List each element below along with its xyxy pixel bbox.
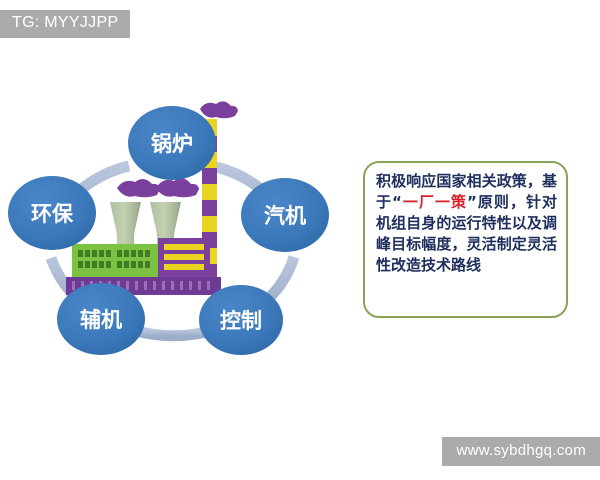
node-environment-shape[interactable] xyxy=(8,176,96,250)
node-turbine[interactable]: 汽机 xyxy=(241,178,329,252)
green-building-windows xyxy=(78,250,150,268)
purple-building-stripes xyxy=(164,244,204,270)
node-control-label: 控制 xyxy=(220,309,262,333)
node-auxiliary-label: 辅机 xyxy=(80,308,122,332)
node-turbine-label: 汽机 xyxy=(264,204,306,228)
watermark-top-left: TG: MYYJJPP xyxy=(0,10,131,38)
node-boiler-label: 锅炉 xyxy=(151,132,193,156)
node-auxiliary[interactable]: 辅机 xyxy=(57,283,145,355)
callout-segment-2: ”原则，针对机组自身的运行特性以及调峰目标幅度，灵活制定灵活性改造技术路线 xyxy=(376,193,557,274)
node-boiler-shape[interactable] xyxy=(128,106,216,180)
node-environment-label: 环保 xyxy=(31,202,74,226)
callout-text: 积极响应国家相关政策，基于“一厂一策”原则，针对机组自身的运行特性以及调峰目标幅… xyxy=(376,171,557,276)
node-environment[interactable]: 环保 xyxy=(8,176,96,250)
callout-segment-1: 一厂一策 xyxy=(401,193,468,211)
smoke-icon xyxy=(117,101,238,198)
process-ring-diagram: 锅炉 汽机 控制 辅机 环保 xyxy=(0,95,345,365)
node-boiler[interactable]: 锅炉 xyxy=(128,106,216,180)
callout-box: 积极响应国家相关政策，基于“一厂一策”原则，针对机组自身的运行特性以及调峰目标幅… xyxy=(363,161,568,318)
callout-segment-0: 积极响应国家相关政策，基于“ xyxy=(376,172,557,211)
node-turbine-shape[interactable] xyxy=(241,178,329,252)
diagram-canvas: 锅炉 汽机 控制 辅机 环保 xyxy=(8,101,329,355)
watermark-bottom-right: www.sybdhgq.com xyxy=(442,437,600,466)
node-auxiliary-shape[interactable] xyxy=(57,283,145,355)
node-control[interactable]: 控制 xyxy=(199,285,283,355)
node-control-shape[interactable] xyxy=(199,285,283,355)
green-building xyxy=(72,244,158,277)
